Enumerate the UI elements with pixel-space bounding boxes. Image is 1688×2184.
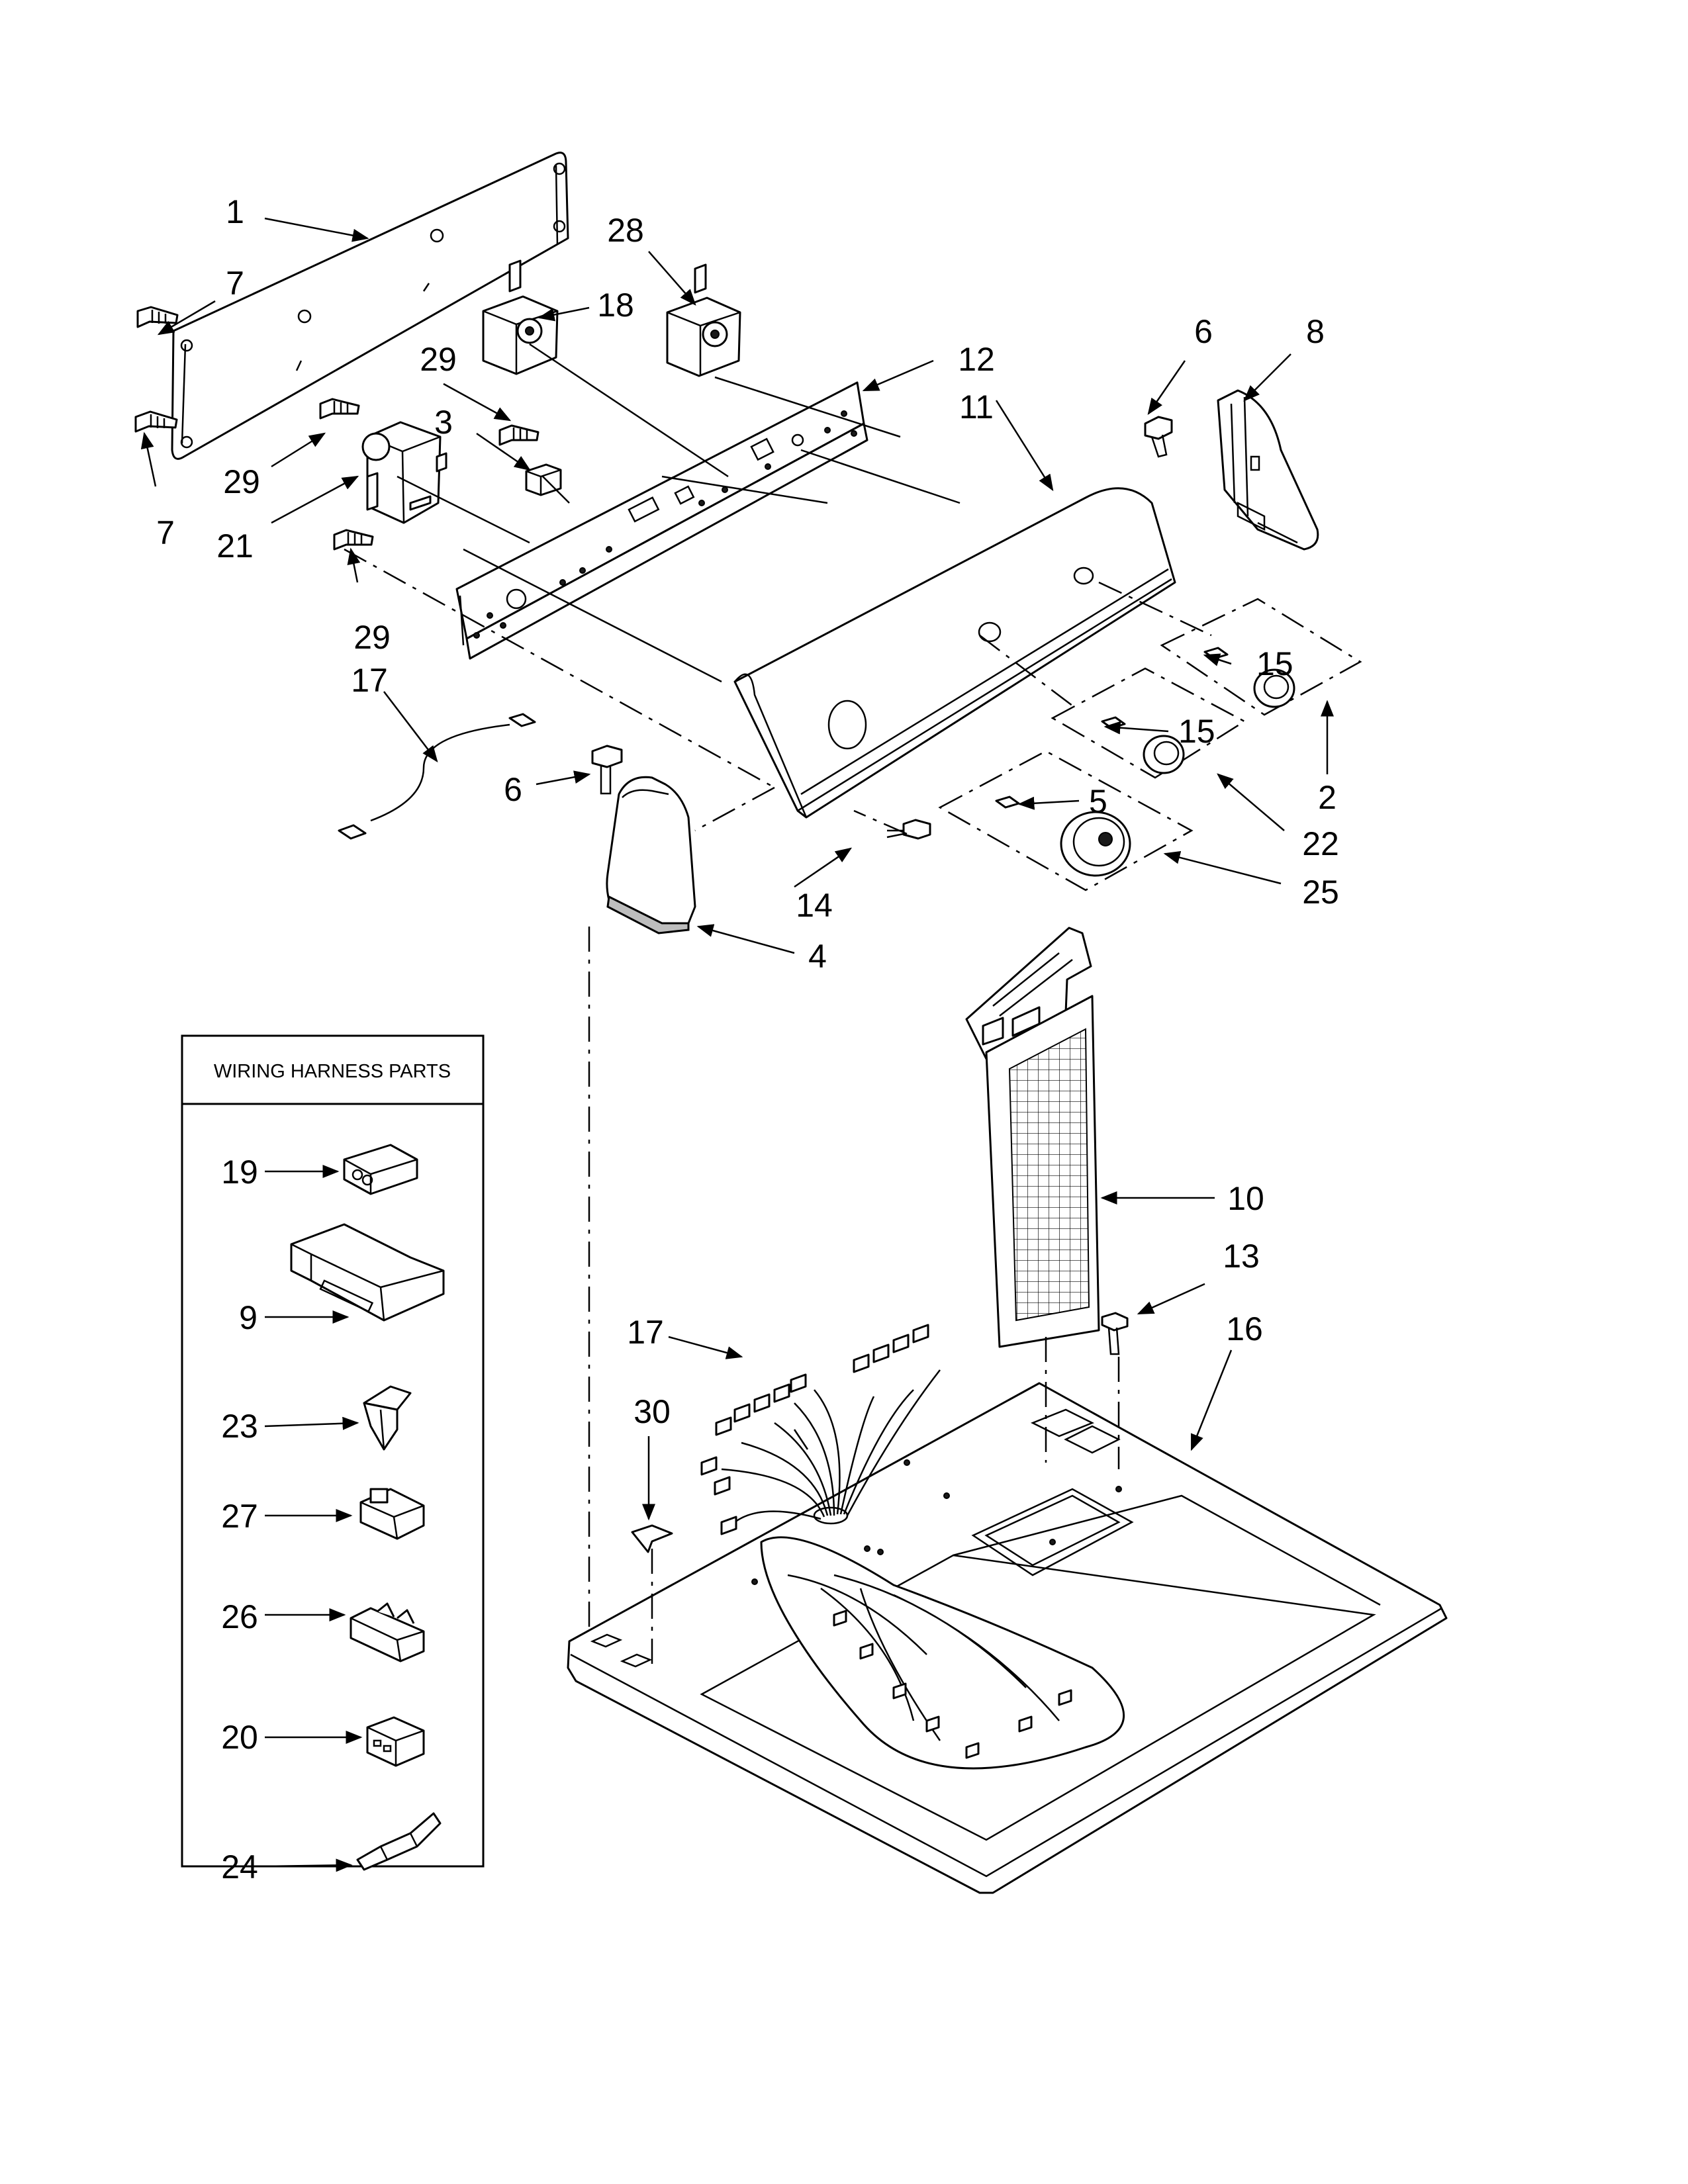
screw-7-upper [136, 306, 179, 328]
callout-7-lower: 7 [156, 514, 175, 551]
switch-part-28 [666, 263, 741, 377]
callout-21: 21 [216, 527, 254, 565]
callout-9: 9 [239, 1299, 258, 1336]
callout-11: 11 [959, 388, 994, 426]
console-panel [733, 487, 1176, 819]
control-bracket-strip [455, 381, 868, 660]
end-cap-right [1217, 389, 1319, 551]
callout-25: 25 [1302, 874, 1339, 911]
screw-29-mid [498, 424, 539, 446]
callout-15-upper: 15 [1256, 645, 1293, 682]
harness-box-title: WIRING HARNESS PARTS [214, 1061, 451, 1082]
callout-2: 2 [1318, 779, 1336, 816]
screw-6-upper [1144, 416, 1173, 458]
connector-27 [359, 1488, 425, 1540]
callout-29-mid: 29 [420, 341, 457, 378]
callout-24: 24 [221, 1848, 258, 1886]
callout-10: 10 [1227, 1180, 1264, 1217]
callout-27: 27 [221, 1498, 258, 1535]
callout-20: 20 [221, 1719, 258, 1756]
rear-bracket-panel [171, 152, 569, 460]
screw-29-lower [333, 529, 374, 551]
callout-26: 26 [221, 1598, 258, 1635]
screw-6-lower [591, 745, 623, 795]
callout-28: 28 [607, 212, 644, 249]
callout-5: 5 [1089, 783, 1107, 820]
connector-26 [350, 1602, 425, 1662]
clip-part-30 [631, 1524, 673, 1553]
end-cap-left [606, 776, 696, 934]
callout-16: 16 [1226, 1310, 1263, 1347]
leader-arrows [140, 217, 1334, 1872]
callout-29-upper: 29 [223, 463, 260, 500]
connector-9 [290, 1223, 445, 1322]
lint-screen [965, 927, 1100, 1348]
callout-15-lower: 15 [1178, 713, 1215, 750]
alignment-lines [344, 343, 1212, 1668]
callout-30: 30 [633, 1393, 671, 1430]
callout-labels: 1 7 7 29 21 29 17 29 3 18 28 12 11 6 8 1… [156, 193, 1339, 1886]
callout-19: 19 [221, 1154, 258, 1191]
clip-part-3 [525, 463, 562, 496]
callout-29-lower: 29 [353, 619, 391, 656]
knob-group-25 [938, 750, 1194, 891]
switch-part-21 [361, 421, 447, 524]
callout-23: 23 [221, 1408, 258, 1445]
wire-bundle-17 [700, 1324, 1125, 1770]
connector-23 [363, 1385, 412, 1451]
callout-22: 22 [1302, 825, 1339, 862]
callout-14: 14 [796, 887, 833, 924]
connector-19 [343, 1144, 418, 1195]
connector-20 [366, 1716, 425, 1767]
callout-12: 12 [958, 341, 995, 378]
screw-13 [1101, 1312, 1129, 1355]
knob-group-2 [1160, 598, 1362, 716]
callout-6-lower: 6 [504, 771, 522, 808]
callout-17-upper: 17 [351, 662, 388, 699]
callout-3: 3 [434, 404, 453, 441]
callout-17-lower: 17 [627, 1314, 664, 1351]
callout-8: 8 [1306, 313, 1325, 350]
knob-group-22 [1051, 667, 1246, 779]
screw-7-lower [134, 410, 178, 433]
screw-14 [886, 819, 931, 840]
callout-6-upper: 6 [1194, 313, 1213, 350]
callout-4: 4 [808, 938, 827, 975]
callout-18: 18 [597, 287, 634, 324]
callout-7-upper: 7 [226, 265, 244, 302]
terminal-24 [356, 1812, 442, 1871]
screw-29-left [319, 398, 360, 420]
wire-harness-17-upper [338, 713, 536, 840]
callout-1: 1 [226, 193, 244, 230]
callout-13: 13 [1223, 1238, 1260, 1275]
